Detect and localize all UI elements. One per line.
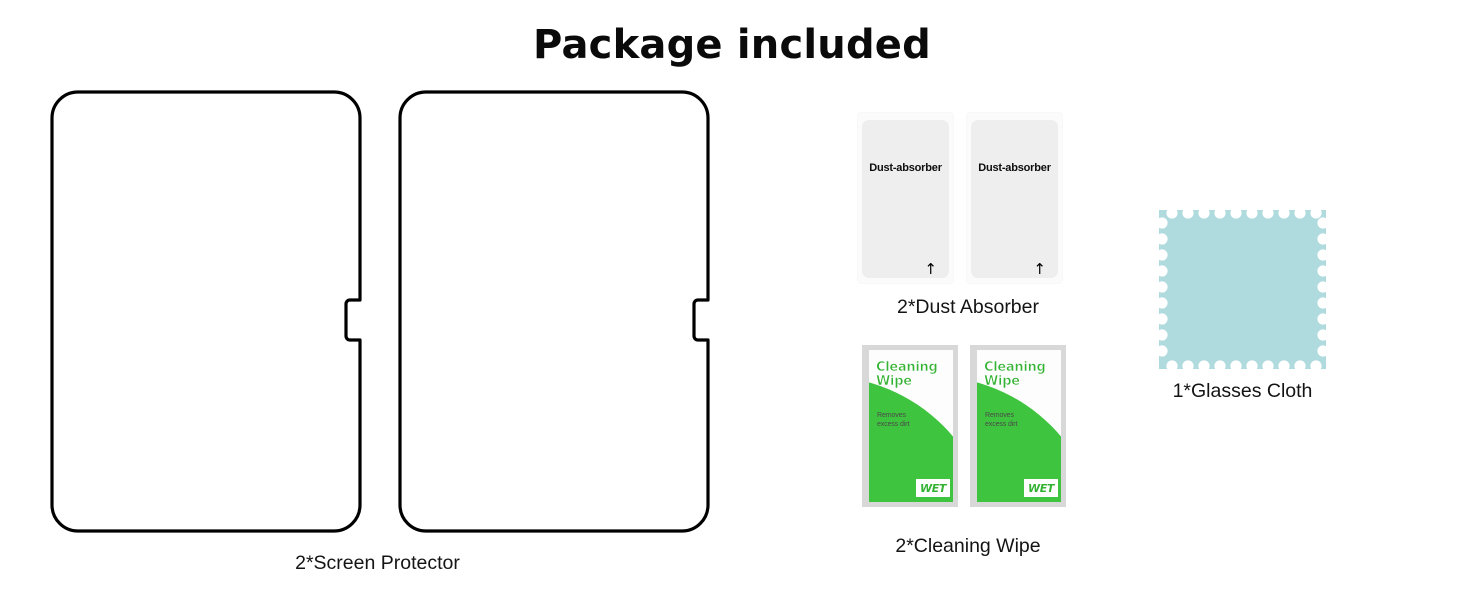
screen-protector-icon <box>50 90 362 533</box>
dust-absorber-packet-icon: Dust-absorber ↑ <box>858 113 953 283</box>
wipe-subtitle-line2: excess dirt <box>877 421 910 428</box>
wipe-wet-badge-text: WET <box>920 481 946 495</box>
dust-packet-inner-panel: Dust-absorber ↑ <box>862 120 949 278</box>
wipe-subtitle-line1: Removes <box>985 412 1014 419</box>
wipe-title-line2: Wipe <box>876 374 913 389</box>
cleaning-wipe-packet-icon: Cleaning Wipe Removes excess dirt WET <box>970 345 1066 507</box>
dust-absorber-group: Dust-absorber ↑ Dust-absorber ↑ <box>858 113 1068 283</box>
caption-glasses-cloth: 1*Glasses Cloth <box>1172 380 1313 402</box>
dust-packet-label: Dust-absorber <box>869 162 942 174</box>
wipe-packet-face: Cleaning Wipe Removes excess dirt WET <box>869 350 953 502</box>
caption-dust-absorber: 2*Dust Absorber <box>897 296 1039 318</box>
wipe-packet-title: Cleaning Wipe <box>876 360 938 389</box>
wipe-packet-title: Cleaning Wipe <box>984 360 1046 389</box>
up-arrow-icon: ↑ <box>1033 260 1046 278</box>
dust-packet-label: Dust-absorber <box>978 162 1051 174</box>
wipe-wet-badge-text: WET <box>1028 481 1054 495</box>
cleaning-wipe-group: Cleaning Wipe Removes excess dirt WET Cl… <box>862 345 1067 507</box>
wipe-subtitle-line1: Removes <box>877 412 906 419</box>
wipe-wet-badge: WET <box>1024 479 1058 497</box>
cleaning-wipe-packet-icon: Cleaning Wipe Removes excess dirt WET <box>862 345 958 507</box>
wipe-packet-subtitle: Removes excess dirt <box>877 411 909 429</box>
page-title: Package included <box>533 22 931 68</box>
glasses-cloth-icon <box>1159 210 1326 369</box>
up-arrow-icon: ↑ <box>924 260 937 278</box>
wipe-title-line1: Cleaning <box>876 360 938 375</box>
screen-protector-icon <box>398 90 710 533</box>
caption-cleaning-wipe: 2*Cleaning Wipe <box>895 535 1041 557</box>
screen-protector-group <box>50 90 715 535</box>
caption-screen-protector: 2*Screen Protector <box>295 552 460 574</box>
dust-packet-inner-panel: Dust-absorber ↑ <box>971 120 1058 278</box>
wipe-packet-face: Cleaning Wipe Removes excess dirt WET <box>977 350 1061 502</box>
wipe-packet-subtitle: Removes excess dirt <box>985 411 1017 429</box>
dust-absorber-packet-icon: Dust-absorber ↑ <box>967 113 1062 283</box>
wipe-wet-badge: WET <box>916 479 950 497</box>
wipe-title-line1: Cleaning <box>984 360 1046 375</box>
wipe-subtitle-line2: excess dirt <box>985 421 1018 428</box>
wipe-title-line2: Wipe <box>984 374 1021 389</box>
